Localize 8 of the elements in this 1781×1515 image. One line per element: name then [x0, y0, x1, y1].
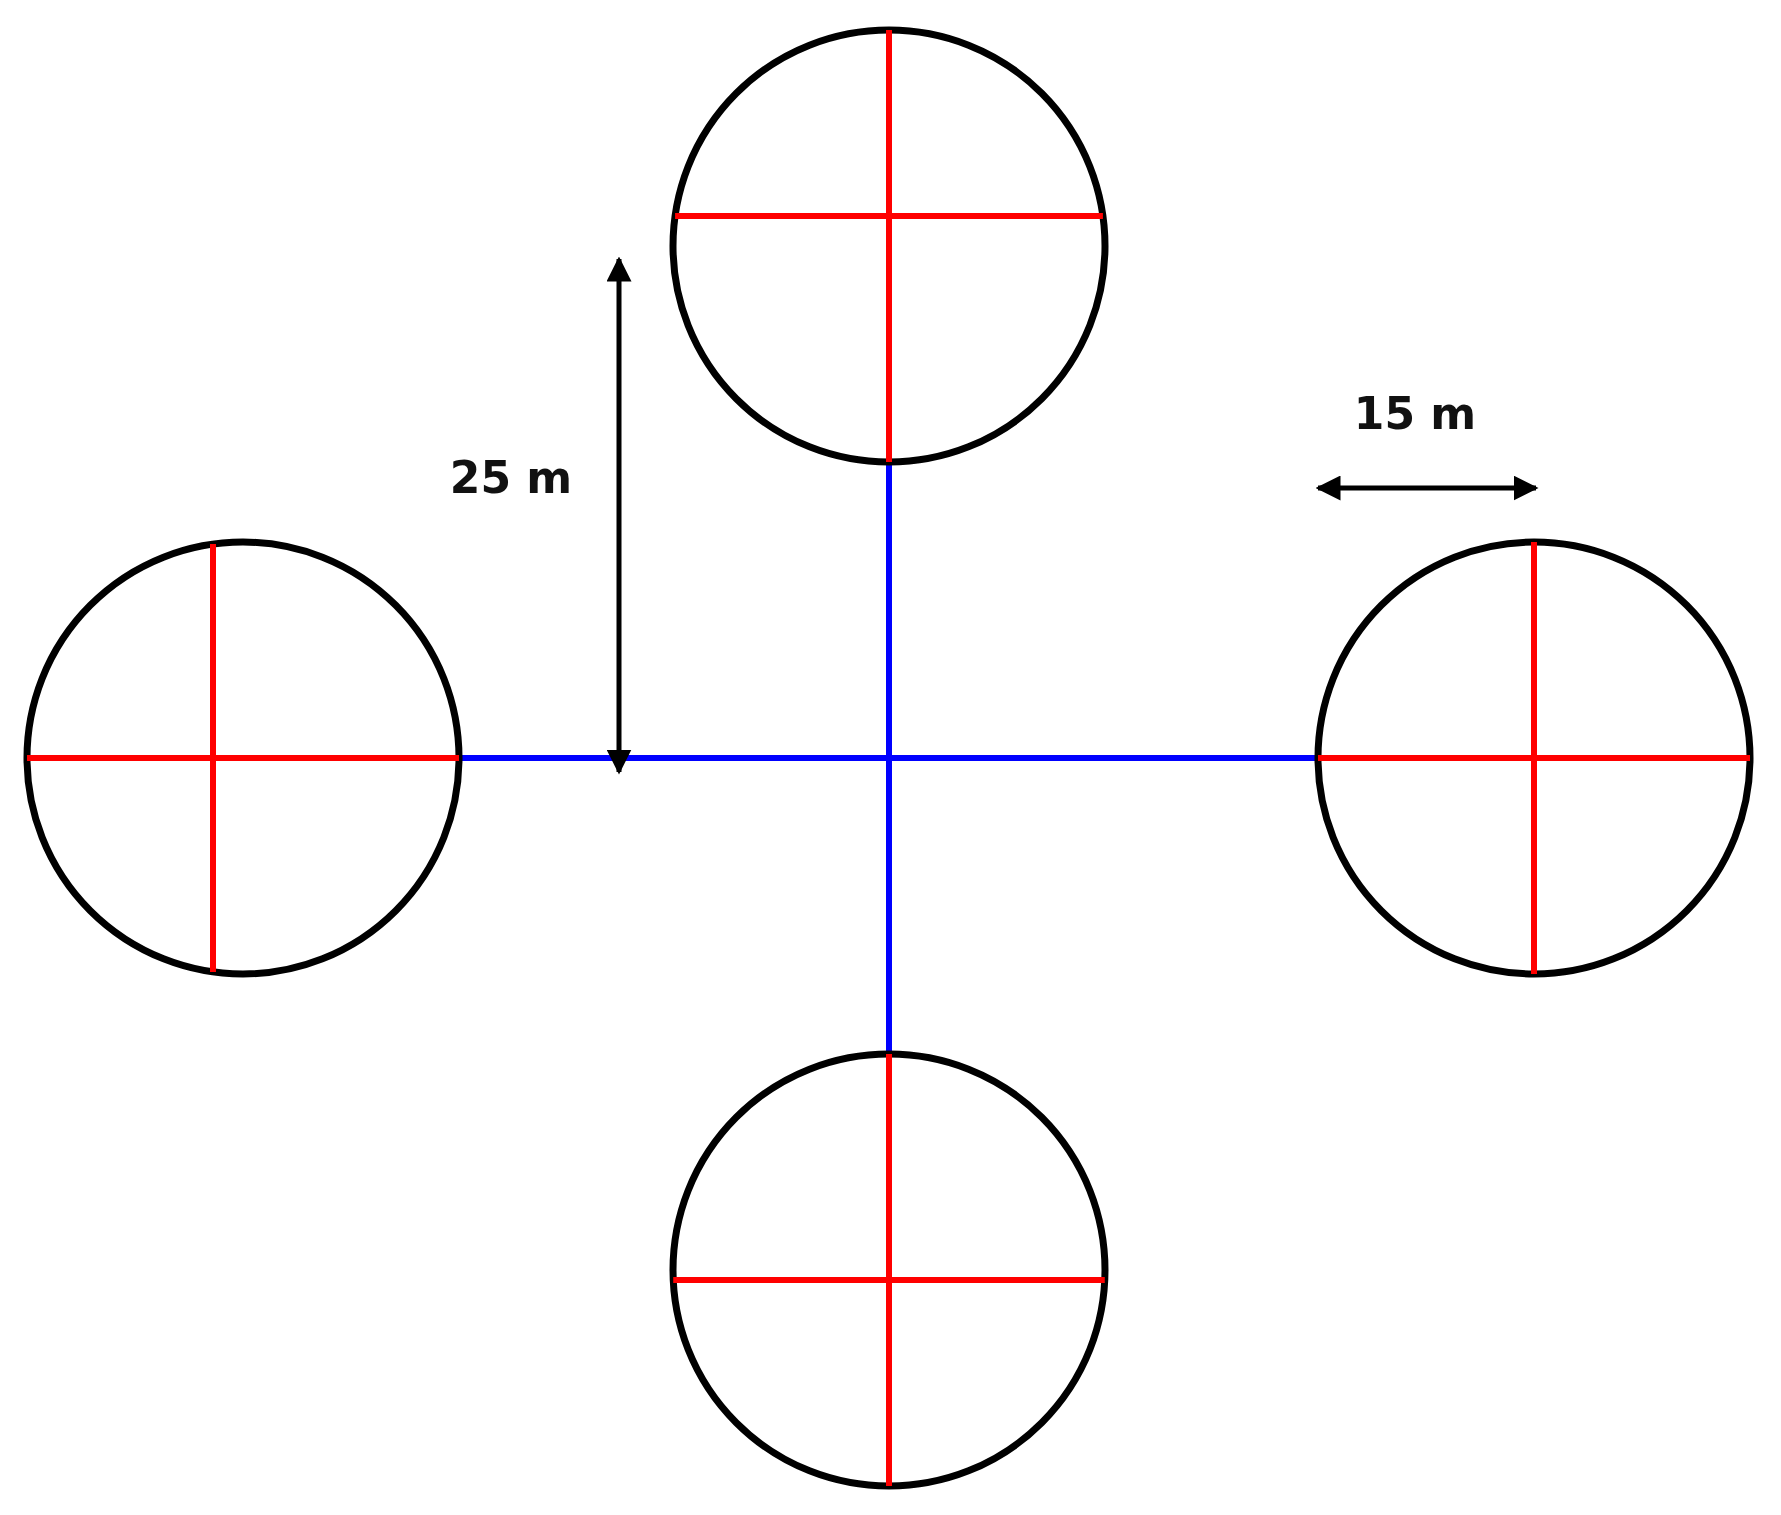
circle-with-cross — [23, 538, 463, 978]
connecting-line — [459, 755, 1318, 761]
circle-with-cross — [669, 26, 1109, 466]
circle-with-cross — [669, 1050, 1109, 1490]
connecting-line — [886, 462, 892, 1054]
circle-with-cross — [1314, 538, 1754, 978]
dimension-label: 25 m — [449, 451, 573, 503]
dimension-label: 15 m — [1353, 387, 1477, 439]
